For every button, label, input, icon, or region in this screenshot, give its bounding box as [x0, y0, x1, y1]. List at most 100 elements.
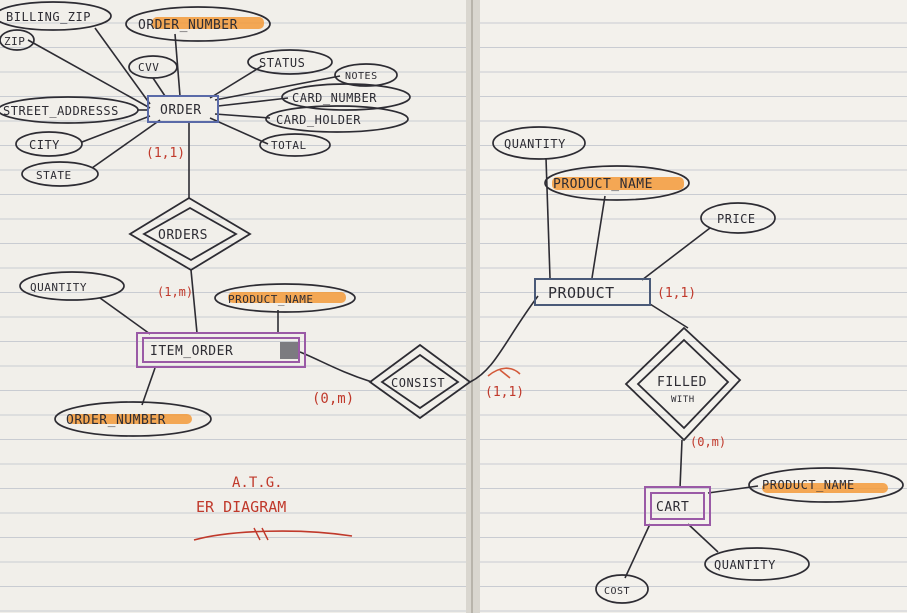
line-product-name [591, 195, 606, 279]
cart-entity-outer [644, 486, 711, 526]
product-entity-label: PRODUCT [548, 284, 615, 302]
line-consist-product [469, 295, 539, 383]
filled-with-relationship-inner [636, 338, 730, 430]
consist-relationship-outer [368, 343, 472, 420]
line-city [81, 115, 151, 143]
highlight-product-name-left [228, 292, 346, 303]
consist-relationship-label: CONSIST [391, 376, 445, 390]
city-label: CITY [29, 138, 60, 152]
item-order-entity-label: ITEM_ORDER [150, 344, 233, 359]
notes-attribute [334, 63, 398, 87]
line-cvv [152, 77, 166, 97]
zip-label: ZIP [4, 35, 25, 48]
item-order-entity-inner [142, 337, 300, 363]
line-cart-cost [624, 523, 651, 579]
highlight-order-number-item [68, 414, 192, 424]
billing-zip-label: BILLING_ZIP [6, 10, 91, 24]
state-attribute [21, 161, 99, 187]
orders-relationship-outer [128, 196, 252, 272]
card-number-label: CARD_NUMBER [292, 91, 377, 105]
line-item-quantity [99, 297, 151, 335]
line-cart-quantity [687, 523, 719, 553]
order-entity-label: ORDER [160, 103, 202, 118]
filled-relationship-label: FILLED [657, 375, 707, 390]
card-number-attribute [281, 83, 411, 111]
line-status [209, 65, 263, 99]
state-label: STATE [36, 169, 72, 182]
quantity-left-label: QUANTITY [30, 281, 87, 294]
card-holder-label: CARD_HOLDER [276, 113, 361, 127]
key-highlights [68, 17, 888, 493]
order-entity-box [147, 95, 219, 123]
quantity-attribute-product [492, 126, 586, 160]
caption-underline [193, 530, 353, 541]
cardinality-orders-item: (1,m) [157, 285, 193, 299]
price-label: PRICE [717, 212, 756, 226]
line-card-holder [214, 113, 271, 119]
product-name-attribute-left [214, 283, 356, 313]
order-number-top-label: ORDER_NUMBER [138, 18, 238, 33]
line-orders-item [190, 269, 198, 334]
product-name-cart-label: PRODUCT_NAME [762, 478, 855, 492]
price-attribute [700, 202, 776, 234]
line-filled-cart [679, 439, 683, 489]
cardinality-order-orders: (1,1) [146, 146, 185, 161]
street-address-attribute [0, 96, 139, 124]
item-order-entity-outer [136, 332, 306, 368]
orders-relationship-label: ORDERS [158, 228, 208, 243]
orders-relationship-inner [142, 206, 238, 262]
status-label: STATUS [259, 56, 305, 70]
caption-line1: A.T.G. [232, 475, 283, 491]
with-relationship-label: WITH [671, 395, 695, 405]
line-state [91, 119, 161, 169]
consist-relationship-inner [380, 353, 460, 410]
line-product-quantity [545, 157, 551, 279]
cart-entity-inner [650, 492, 705, 520]
line-card-number [217, 97, 289, 107]
filled-with-relationship-outer [624, 326, 742, 442]
left-page-rules [0, 0, 470, 613]
scribbled-out-mark [487, 367, 521, 379]
order-number-attribute [125, 6, 271, 42]
line-product-price [641, 227, 711, 281]
card-holder-attribute [265, 105, 409, 133]
product-name-attribute-cart [748, 467, 904, 503]
billing-zip-attribute [0, 1, 112, 31]
order-number-attribute-item [54, 401, 212, 437]
item-order-scribble [280, 342, 298, 359]
product-name-attribute-product [544, 165, 690, 201]
product-name-left-label: PRODUCT_NAME [228, 293, 313, 306]
caption-underline-ticks [253, 527, 269, 541]
cvv-label: CVV [138, 61, 159, 74]
cardinality-consist-product: (1,1) [485, 385, 524, 400]
highlight-product-name-cart [762, 483, 888, 493]
street-address-label: STREET_ADDRESSS [3, 104, 119, 118]
status-attribute [247, 49, 333, 75]
quantity-cart-label: QUANTITY [714, 558, 776, 572]
order-number-item-label: ORDER_NUMBER [66, 413, 166, 428]
quantity-attribute-left [19, 271, 125, 301]
right-page-rules [478, 0, 907, 613]
notes-label: NOTES [345, 71, 378, 82]
line-product-filled [649, 303, 689, 329]
quantity-attribute-cart [704, 547, 810, 581]
quantity-product-label: QUANTITY [504, 137, 566, 151]
cardinality-product-filled: (1,1) [657, 286, 696, 301]
line-total [209, 117, 269, 145]
cart-entity-label: CART [656, 500, 689, 515]
total-label: TOTAL [271, 139, 307, 152]
product-entity-box [534, 278, 651, 306]
line-notes [214, 75, 341, 101]
cost-label: COST [604, 586, 630, 597]
product-name-product-label: PRODUCT_NAME [553, 177, 653, 192]
highlight-order-number [152, 17, 264, 29]
city-attribute [15, 131, 83, 157]
highlight-product-name-product [552, 177, 684, 190]
zip-attribute [0, 29, 35, 51]
caption-line2: ER DIAGRAM [196, 498, 286, 516]
cost-attribute [595, 574, 649, 604]
line-zip [27, 39, 151, 109]
total-attribute [259, 133, 331, 157]
cardinality-filled-cart: (0,m) [690, 435, 726, 449]
